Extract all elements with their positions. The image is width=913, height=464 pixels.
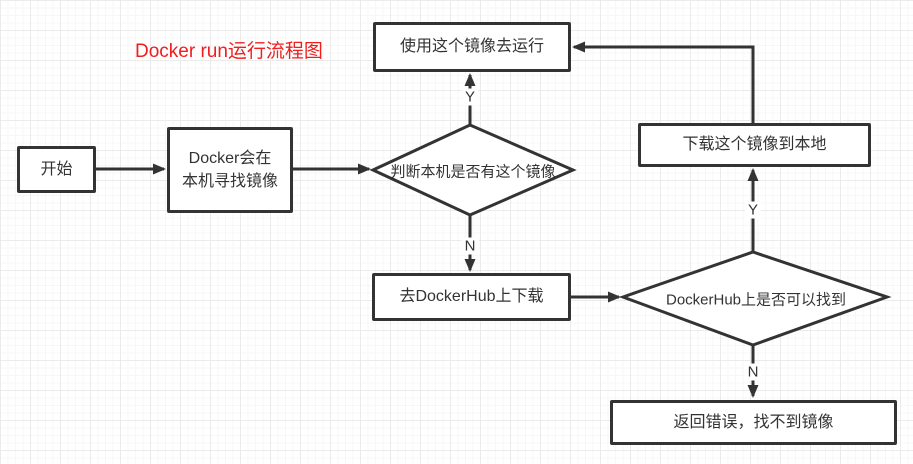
node-find-local-label: Docker会在 本机寻找镜像 <box>181 149 278 190</box>
node-run-image-label: 使用这个镜像去运行 <box>399 38 544 56</box>
node-go-dockerhub[interactable]: 去DockerHub上下载 <box>372 273 571 321</box>
edge-label-local-no: N <box>461 237 479 255</box>
edge-label-hub-no: N <box>744 363 762 381</box>
edge-label-local-yes: Y <box>461 88 479 106</box>
edge-label-hub-yes: Y <box>744 201 762 219</box>
edge-download-to-runimage <box>572 41 755 123</box>
diagram-title: Docker run运行流程图 <box>135 41 323 62</box>
node-check-dockerhub-label: DockerHub上是否可以找到 <box>665 291 847 309</box>
node-download-local-label: 下载这个镜像到本地 <box>682 136 827 154</box>
node-check-local-label: 判断本机是否有这个镜像 <box>390 163 556 181</box>
node-start-label: 开始 <box>40 160 73 178</box>
node-find-local[interactable]: Docker会在 本机寻找镜像 <box>167 127 293 213</box>
node-start[interactable]: 开始 <box>17 146 96 193</box>
node-run-image[interactable]: 使用这个镜像去运行 <box>373 22 571 72</box>
node-check-dockerhub-shape[interactable] <box>618 250 892 347</box>
node-go-dockerhub-label: 去DockerHub上下载 <box>399 288 544 306</box>
node-return-error-label: 返回错误，找不到镜像 <box>673 413 834 431</box>
node-check-local-shape[interactable] <box>369 123 577 217</box>
node-return-error[interactable]: 返回错误，找不到镜像 <box>610 400 897 445</box>
node-download-local[interactable]: 下载这个镜像到本地 <box>638 123 871 167</box>
